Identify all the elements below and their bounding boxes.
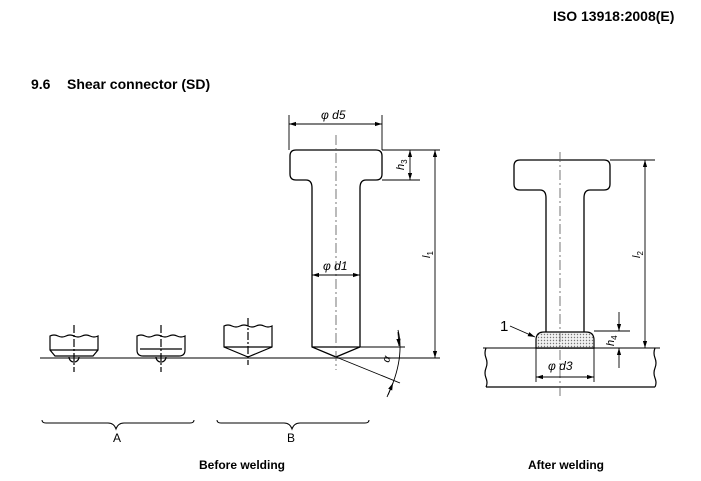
dimension-d3 — [535, 348, 595, 382]
group-label-a: A — [113, 431, 121, 445]
section-title: Shear connector (SD) — [67, 76, 211, 92]
section-heading: 9.6 Shear connector (SD) — [31, 76, 210, 92]
brace-a — [41, 419, 195, 431]
dimension-label-alpha: α — [380, 354, 393, 364]
key-label-1: 1 — [500, 318, 508, 335]
tip-variant-a1 — [49, 325, 99, 372]
dimension-d5 — [288, 115, 383, 150]
stud-after-welding — [513, 152, 611, 398]
weld-collar — [535, 331, 595, 349]
dimension-alpha — [335, 329, 405, 398]
section-number: 9.6 — [31, 76, 51, 92]
dimension-label-l1: l1 — [421, 251, 435, 258]
dimension-label-h3: h3 — [395, 159, 409, 170]
caption-before-welding: Before welding — [199, 458, 286, 472]
tip-variant-b — [223, 318, 273, 365]
caption-after-welding: After welding — [528, 458, 605, 472]
stud-before-welding — [289, 135, 383, 370]
dimension-label-d3: φ d3 — [548, 359, 573, 373]
dimension-label-d5: φ d5 — [321, 108, 346, 122]
document-id: ISO 13918:2008(E) — [553, 8, 675, 24]
dimension-h3 — [382, 149, 440, 181]
dimension-label-l2: l2 — [631, 251, 645, 258]
tip-variant-a2 — [136, 325, 186, 372]
dimension-l2 — [610, 159, 655, 348]
dimension-h4 — [594, 312, 630, 368]
group-label-b: B — [287, 431, 295, 445]
dimension-label-d1: φ d1 — [323, 259, 348, 273]
brace-b — [216, 419, 370, 431]
dimension-label-h4: h4 — [605, 335, 619, 346]
key-leader — [509, 325, 536, 338]
